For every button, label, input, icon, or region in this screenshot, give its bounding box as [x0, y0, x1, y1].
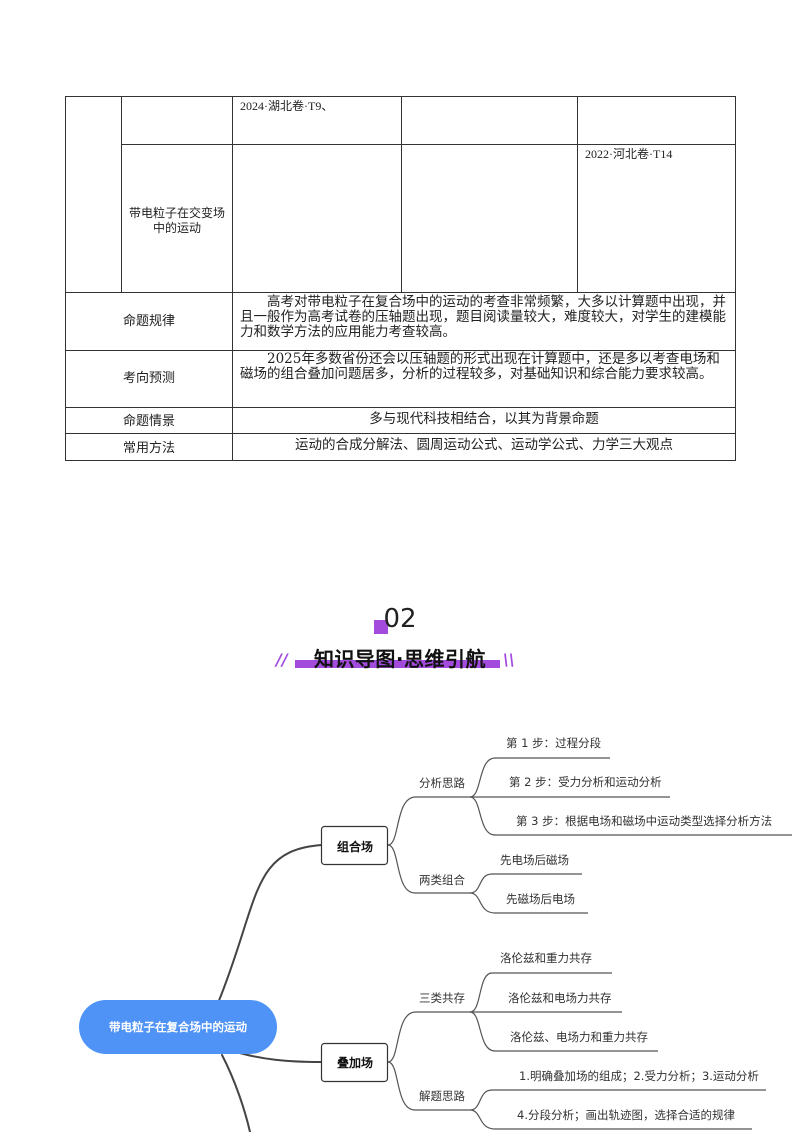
row-label-forecast: 考向预测	[122, 371, 175, 386]
mindmap-root-node	[79, 1000, 277, 1054]
cell-exam-ref-1: 2024·湖北卷·T9、	[240, 99, 334, 113]
slash-decoration-right: \\	[503, 650, 515, 669]
cell-alternating-field-topic: 带电粒子在交变场中的运动	[128, 206, 225, 235]
row-label-scenario: 命题情景	[122, 414, 175, 429]
mindmap-branch-superposed	[320, 1042, 389, 1083]
edge-root-continues	[221, 1054, 251, 1132]
row-content-pattern: 高考对带电粒子在复合场中的运动的考查非常频繁，大多以计算题中出现，并且一般作为高…	[240, 294, 726, 340]
cell-exam-ref-2: 2022·河北卷·T14	[585, 147, 673, 161]
edge-superposed-coexist	[387, 1011, 416, 1063]
section-title-underline	[295, 660, 500, 668]
mindmap-sub-method: 解题思路	[419, 1089, 465, 1103]
section-number-accent	[374, 620, 388, 634]
mindmap-leaf: 先磁场后电场	[506, 892, 575, 906]
edge-superposed-method	[387, 1061, 416, 1111]
row-content-forecast: 2025年多数省份还会以压轴题的形式出现在计算题中，还是多以考查电场和磁场的组合…	[240, 351, 720, 382]
edge-combined-analysis	[387, 796, 416, 846]
mindmap-branch-combined	[320, 825, 389, 866]
mindmap-leaf: 1.明确叠加场的组成；2.受力分析；3.运动分析	[519, 1069, 759, 1083]
slash-decoration-left: //	[276, 650, 288, 669]
section-number: 02	[383, 604, 417, 634]
mindmap-leaf: 第 3 步：根据电场和磁场中运动类型选择分析方法	[516, 814, 772, 828]
row-label-pattern: 命题规律	[122, 314, 175, 329]
mindmap-leaf: 第 2 步：受力分析和运动分析	[509, 775, 662, 789]
edge-root-combined	[217, 844, 323, 1004]
mindmap-leaf: 洛伦兹、电场力和重力共存	[510, 1030, 648, 1044]
row-content-scenario: 多与现代科技相结合，以其为背景命题	[369, 411, 599, 426]
mindmap-sub-coexist: 三类共存	[419, 991, 465, 1005]
edge-combined-types	[387, 844, 416, 894]
mindmap-leaf: 先电场后磁场	[500, 853, 569, 867]
mindmap-branch-combined-label: 组合场	[337, 839, 373, 854]
section-title: 知识导图·思维引航	[313, 647, 487, 671]
mindmap-leaf: 洛伦兹和电场力共存	[508, 991, 612, 1005]
mindmap-sub-analysis: 分析思路	[419, 776, 465, 790]
row-label-methods: 常用方法	[122, 441, 175, 456]
mindmap-root-label: 带电粒子在复合场中的运动	[109, 1020, 247, 1034]
mindmap-sub-types: 两类组合	[419, 873, 465, 887]
row-content-methods: 运动的合成分解法、圆周运动公式、运动学公式、力学三大观点	[295, 437, 673, 452]
exam-analysis-table: 2024·湖北卷·T9、 带电粒子在交变场中的运动 2022·河北卷·T14 命…	[0, 0, 800, 470]
mindmap-leaf: 洛伦兹和重力共存	[500, 951, 592, 965]
mindmap-leaf: 4.分段分析；画出轨迹图，选择合适的规律	[517, 1108, 735, 1122]
mindmap-leaf: 第 1 步：过程分段	[506, 736, 602, 750]
table-grid	[65, 96, 736, 461]
mindmap-branch-superposed-label: 叠加场	[337, 1055, 373, 1070]
